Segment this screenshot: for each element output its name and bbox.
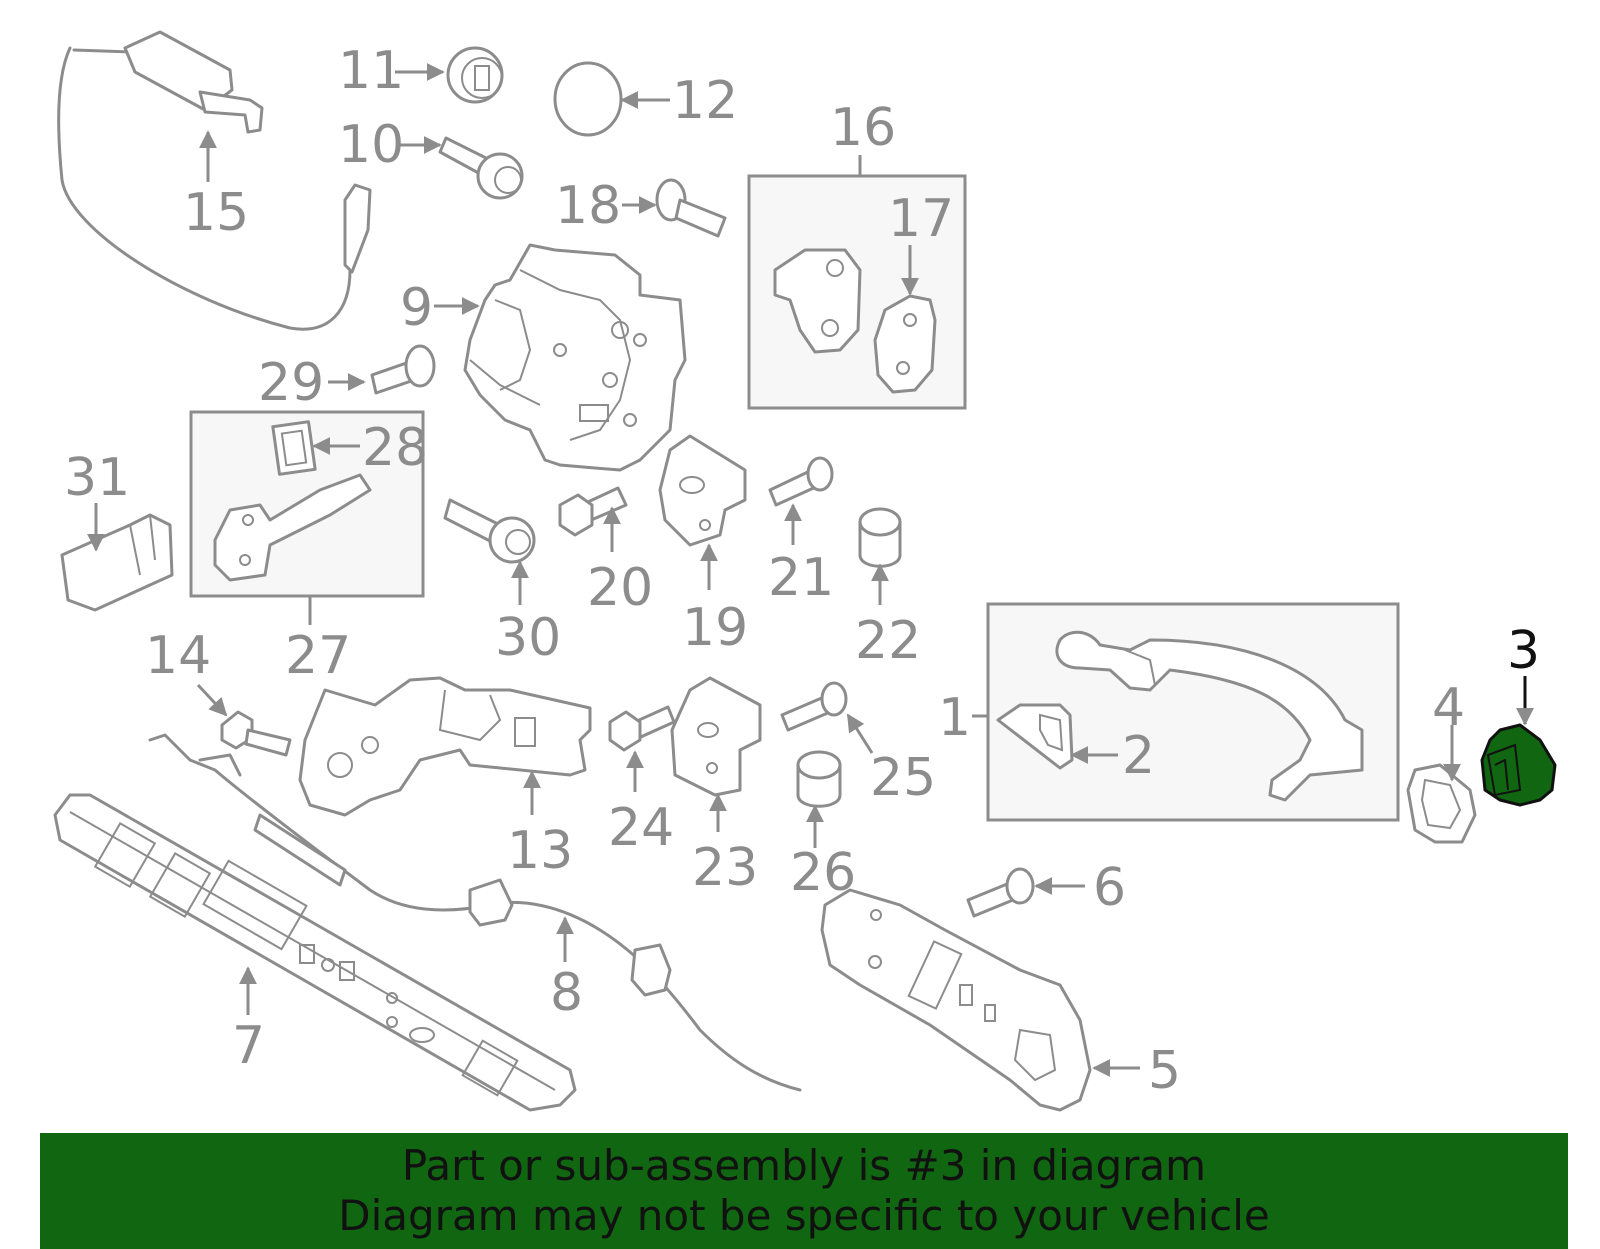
callout-3[interactable]: 3	[1507, 621, 1540, 681]
part-9-latch	[463, 243, 687, 472]
part-29-bolt	[370, 344, 436, 395]
part-1-handle	[1055, 630, 1364, 802]
part-10-bolt	[438, 136, 524, 200]
part-11-plug	[446, 46, 504, 104]
part-6-screw	[966, 867, 1035, 918]
callout-27: 27	[285, 626, 351, 686]
callout-8: 8	[550, 963, 583, 1023]
part-2-cover	[996, 703, 1074, 770]
callout-15: 15	[183, 183, 249, 243]
callout-22: 22	[855, 611, 921, 671]
callout-6: 6	[1093, 858, 1126, 918]
callout-4: 4	[1432, 678, 1465, 738]
part-12-cap	[553, 61, 623, 137]
part-15-cable	[57, 30, 372, 331]
callout-2: 2	[1122, 726, 1155, 786]
part-13-bracket	[298, 676, 592, 817]
part-5-bracket	[820, 888, 1092, 1112]
callout-11: 11	[338, 41, 404, 101]
part-4-bezel	[1406, 763, 1477, 844]
part-31-connector	[60, 513, 174, 612]
part-20-bolt	[558, 486, 628, 537]
banner-line-1: Part or sub-assembly is #3 in diagram	[401, 1141, 1207, 1190]
callout-31: 31	[64, 448, 130, 508]
part-22-bushing	[858, 507, 902, 568]
part-21-screw	[768, 456, 834, 507]
part-18-bolt	[655, 178, 727, 238]
part-26-bushing	[796, 750, 842, 808]
part-8-cable	[148, 733, 802, 1092]
callout-25: 25	[870, 748, 936, 808]
part-16-striker	[773, 248, 862, 354]
callout-14: 14	[145, 626, 211, 686]
part-24-bolt	[608, 705, 676, 752]
banner-line-2: Diagram may not be specific to your vehi…	[338, 1191, 1270, 1240]
callout-5: 5	[1148, 1041, 1181, 1101]
callout-16: 16	[830, 98, 896, 158]
callout-labels: 15 11 12 10 16 17 18 9 29 28 31 30 20 19…	[64, 41, 1540, 1101]
callout-26: 26	[790, 843, 856, 903]
part-7-trim	[53, 793, 577, 1112]
part-3-highlighted[interactable]	[1480, 723, 1557, 807]
part-17-shim	[873, 294, 937, 394]
part-19-hinge	[658, 434, 747, 547]
part-14-bolt	[220, 710, 292, 757]
part-25-screw	[780, 681, 848, 732]
part-28-seal	[271, 420, 317, 476]
callout-21: 21	[768, 548, 834, 608]
callout-13: 13	[507, 821, 573, 881]
callout-1: 1	[938, 688, 971, 748]
callout-30: 30	[495, 608, 561, 668]
leader-lines	[87, 63, 1534, 1077]
callout-28: 28	[362, 418, 428, 478]
callout-20: 20	[587, 558, 653, 618]
callout-12: 12	[672, 71, 738, 131]
callout-17: 17	[888, 189, 954, 249]
part-30-bolt	[443, 498, 536, 564]
part-27-check	[213, 473, 372, 582]
callout-19: 19	[682, 598, 748, 658]
callout-10: 10	[338, 115, 404, 175]
callout-23: 23	[692, 838, 758, 898]
callout-9: 9	[400, 278, 433, 338]
callout-7: 7	[232, 1016, 265, 1076]
part-23-hinge	[670, 676, 762, 797]
callout-24: 24	[608, 798, 674, 858]
callout-18: 18	[555, 176, 621, 236]
callout-29: 29	[258, 353, 324, 413]
info-banner: Part or sub-assembly is #3 in diagram Di…	[40, 1133, 1568, 1249]
